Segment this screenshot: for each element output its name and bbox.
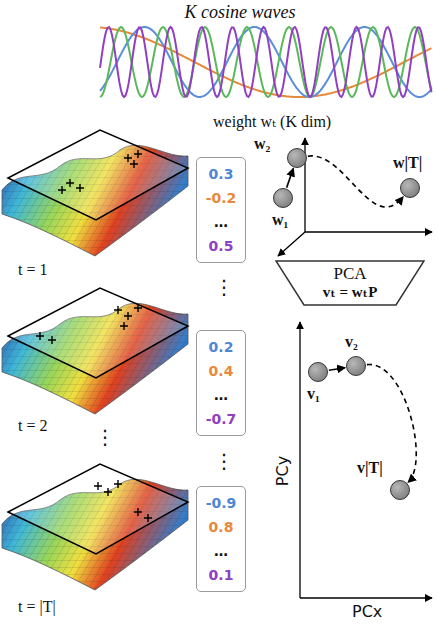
trajectory-arrow (329, 368, 345, 371)
vector-entry: 0.2 (209, 338, 234, 356)
vector-entry: 0.8 (209, 518, 234, 536)
label: PCy (274, 456, 292, 486)
label: t = 1 (18, 261, 47, 279)
point-circle: w|T| (400, 178, 420, 198)
cosine-wave (100, 27, 432, 97)
vector-entry: 0.3 (209, 165, 234, 183)
point-label: v₁ (307, 385, 320, 403)
vector-entry: … (214, 386, 228, 404)
point-circle: v₁ (308, 362, 328, 382)
point-label: v|T| (357, 459, 383, 477)
label: t = 2 (18, 417, 47, 435)
point-label: w|T| (393, 154, 422, 172)
title: K cosine waves (130, 2, 350, 22)
trajectory-arrow (308, 156, 403, 207)
label: t = |T| (18, 598, 56, 616)
trajectory-arrow (287, 168, 294, 187)
weight-vector: -0.9 0.8 … 0.1 (196, 486, 246, 592)
surface (2, 288, 188, 414)
cosine-wave (100, 27, 432, 97)
point-label: w₁ (272, 211, 288, 229)
vector-entry: -0.7 (206, 410, 237, 428)
label: ⋮ (214, 276, 234, 298)
label: PCx (352, 603, 382, 621)
surface (2, 464, 188, 590)
vector-entry: … (214, 542, 228, 560)
cosine-wave (100, 27, 432, 97)
point-circle: w₂ (287, 148, 307, 168)
label: ⋮ (214, 450, 234, 472)
axes-3d (278, 138, 432, 256)
pca-trapezoid: PCAvₜ = wₜP (275, 260, 425, 306)
vector-entry: 0.1 (209, 566, 234, 584)
label: weight wₜ (K dim) (213, 113, 331, 131)
weight-vector: 0.3 -0.2 … 0.5 (196, 157, 246, 263)
weight-vector: 0.2 0.4 … -0.7 (196, 330, 246, 436)
pca-heading: PCA (333, 264, 366, 283)
point-circle: v₂ (346, 356, 366, 376)
vector-entry: 0.4 (209, 362, 234, 380)
surface (2, 130, 188, 256)
vector-entry: 0.5 (209, 237, 234, 255)
vector-entry: -0.2 (206, 189, 237, 207)
point-label: v₂ (345, 333, 358, 351)
point-circle: w₁ (273, 188, 293, 208)
pca-formula: vₜ = wₜP (323, 283, 378, 302)
cosine-waves (100, 27, 432, 97)
vector-entry: -0.9 (206, 494, 237, 512)
label: ⋮ (95, 426, 115, 448)
vector-entry: … (214, 213, 228, 231)
axes-2d (300, 322, 432, 598)
cosine-wave (100, 27, 432, 97)
point-circle: v|T| (390, 480, 410, 500)
point-label: w₂ (254, 135, 270, 153)
